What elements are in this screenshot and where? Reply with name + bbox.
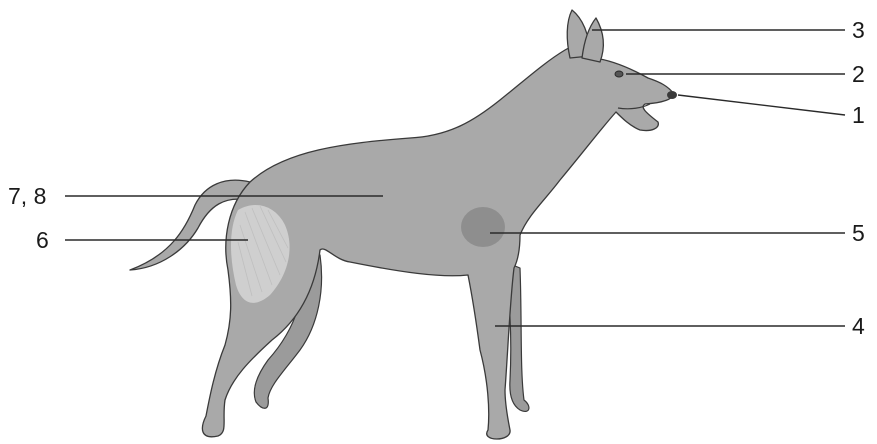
label-3: 3 bbox=[852, 17, 865, 43]
label-1: 1 bbox=[852, 102, 865, 128]
label-7-8: 7, 8 bbox=[8, 183, 46, 209]
region-5-patch bbox=[461, 207, 505, 247]
label-5: 5 bbox=[852, 220, 865, 246]
nose bbox=[667, 91, 677, 99]
leader-line-1 bbox=[678, 95, 845, 115]
ear-front bbox=[582, 18, 603, 62]
label-6: 6 bbox=[36, 227, 49, 253]
eye bbox=[615, 71, 623, 77]
label-4: 4 bbox=[852, 313, 865, 339]
label-2: 2 bbox=[852, 61, 865, 87]
